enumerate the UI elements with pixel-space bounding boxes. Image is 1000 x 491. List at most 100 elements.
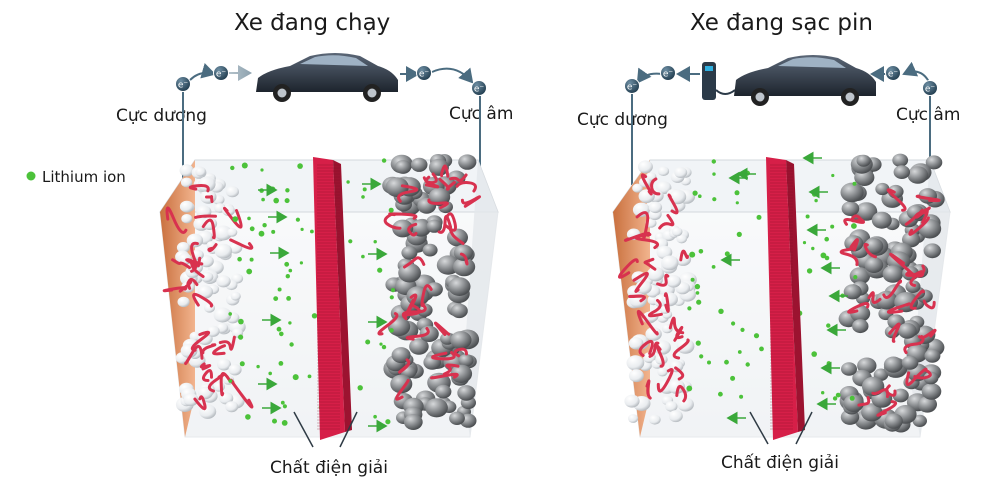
cathode-particle (227, 228, 238, 237)
cathode-particle (179, 200, 194, 213)
conductive-fiber (193, 395, 207, 411)
lithium-ion (285, 188, 290, 193)
conductive-fiber (199, 362, 212, 371)
conductive-fiber (886, 188, 907, 212)
electrolyte-label-right: Chất điện giải (721, 453, 839, 473)
lithium-ion (262, 223, 267, 228)
lithium-ion (310, 229, 314, 234)
anode-particle (884, 413, 903, 429)
conductive-fiber (388, 212, 418, 220)
anode-particle (861, 403, 883, 422)
lithium-ion (373, 414, 377, 419)
conductive-fiber (403, 256, 426, 269)
conductive-fiber (667, 193, 679, 215)
lithium-ion (279, 331, 284, 337)
conductive-fiber (427, 198, 449, 209)
conductive-fiber (184, 344, 204, 366)
cathode-particle (201, 271, 214, 283)
lithium-ion (831, 173, 835, 178)
anode-particle (428, 158, 449, 176)
lithium-ion (300, 227, 304, 231)
anode-particle (892, 153, 909, 167)
electron-icon (885, 65, 901, 81)
anode-particle (883, 356, 903, 373)
negative-electrode-label-right: Cực âm (896, 105, 961, 125)
conductive-fiber (398, 358, 411, 374)
anode-particle (921, 383, 942, 400)
lithium-ion (297, 163, 303, 169)
cathode-particle (214, 243, 233, 259)
anode-particle (840, 182, 864, 203)
lithium-ion (832, 396, 838, 401)
cathode-particle (181, 214, 193, 224)
car-charging (702, 55, 876, 106)
lithium-ion (739, 394, 744, 399)
battery-cell-charging (612, 151, 951, 440)
cathode-particle (647, 266, 665, 282)
lithium-ion (385, 419, 391, 425)
lithium-ion (280, 400, 285, 405)
conductive-fiber (401, 303, 427, 321)
conductive-fiber (675, 384, 688, 403)
negative-electrode-label-left: Cực âm (449, 104, 514, 124)
lithium-ion (379, 342, 383, 346)
electron-symbol: e⁻ (627, 83, 638, 93)
conductive-fiber (656, 273, 670, 287)
cathode-particle (214, 225, 233, 241)
anode-particle (410, 157, 428, 172)
lithium-ion (258, 230, 265, 237)
anode-particle (907, 166, 929, 184)
cathode-particle (628, 414, 639, 423)
electron-icon (624, 78, 640, 94)
anode-particle (925, 155, 943, 170)
cathode-particle (645, 327, 662, 341)
lithium-ion (731, 321, 736, 326)
lithium-ion (735, 201, 739, 205)
anode-particle (453, 244, 473, 261)
conductive-fiber (165, 206, 188, 234)
conductive-fiber (433, 321, 451, 336)
electron-icon (175, 76, 191, 92)
lithium-ion (232, 216, 239, 223)
anode-particle (856, 154, 871, 167)
anode-particle (898, 322, 917, 339)
electron-icon (213, 65, 229, 81)
lithium-ion (811, 246, 815, 251)
lithium-ion (289, 342, 294, 347)
conductive-fiber (431, 351, 456, 361)
electron-symbol: e⁻ (178, 81, 189, 91)
cathode-particle (674, 167, 688, 178)
electron-symbol: e⁻ (474, 85, 485, 95)
conductive-fiber (395, 378, 410, 401)
cathode-particle (657, 367, 668, 377)
lithium-ion (381, 344, 387, 350)
lithium-ion (277, 287, 282, 292)
anode-particle (841, 201, 860, 217)
cathode-particle (195, 167, 206, 177)
conductive-fiber (201, 343, 217, 355)
cathode-particle (648, 414, 661, 425)
lithium-ion (307, 374, 312, 379)
anode-particle (901, 355, 919, 370)
anode-particle (450, 303, 468, 319)
anode-particle (871, 211, 892, 229)
lithium-ion (288, 321, 292, 325)
anode-particle (924, 349, 941, 363)
anode-particle (850, 305, 871, 322)
conductive-fiber (887, 302, 911, 314)
conductive-fiber (455, 181, 477, 193)
lithium-ion (852, 181, 857, 186)
conductive-fiber (459, 252, 469, 266)
charging-station-icon (702, 62, 716, 100)
conductive-fiber (207, 243, 218, 253)
cathode-particle (626, 355, 645, 371)
electron-icon (416, 65, 432, 81)
conductive-fiber (201, 369, 214, 382)
anode-particle (882, 265, 903, 283)
lithium-ion (718, 308, 724, 314)
conductive-fiber (905, 367, 928, 387)
electron-symbol: e⁻ (216, 70, 227, 80)
anode-particle (855, 202, 878, 221)
separator-membrane (313, 157, 352, 440)
anode-particle (458, 354, 474, 367)
